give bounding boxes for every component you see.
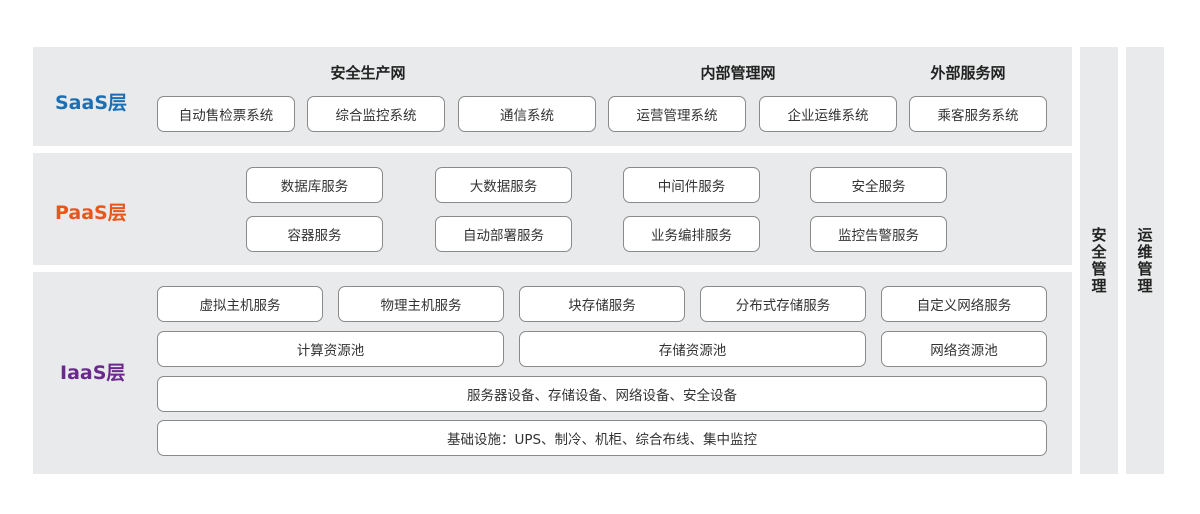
security-management-label: 安全管理 — [1089, 226, 1108, 295]
paas-layer-label: PaaS层 — [55, 202, 127, 224]
iaas-pool-storage: 存储资源池 — [519, 331, 866, 367]
iaas-layer-label: IaaS层 — [60, 362, 126, 384]
paas-item-security-service: 安全服务 — [810, 167, 947, 203]
group-heading-external-service-network: 外部服务网 — [930, 64, 1006, 82]
saas-item-operation-management-system: 运营管理系统 — [608, 96, 746, 132]
iaas-devices: 服务器设备、存储设备、网络设备、安全设备 — [157, 376, 1047, 412]
paas-item-database-service: 数据库服务 — [246, 167, 383, 203]
ops-management-column: 运维管理 — [1126, 47, 1164, 474]
paas-item-monitoring-alert-service: 监控告警服务 — [810, 216, 947, 252]
iaas-pool-compute: 计算资源池 — [157, 331, 504, 367]
iaas-item-distributed-storage-service: 分布式存储服务 — [700, 286, 866, 322]
saas-item-enterprise-ops-system: 企业运维系统 — [759, 96, 897, 132]
paas-item-big-data-service: 大数据服务 — [435, 167, 572, 203]
iaas-pool-network: 网络资源池 — [881, 331, 1047, 367]
saas-layer-label: SaaS层 — [55, 92, 128, 114]
iaas-item-physical-host-service: 物理主机服务 — [338, 286, 504, 322]
paas-item-middleware-service: 中间件服务 — [623, 167, 760, 203]
saas-item-afc-system: 自动售检票系统 — [157, 96, 295, 132]
iaas-item-virtual-host-service: 虚拟主机服务 — [157, 286, 323, 322]
paas-item-auto-deploy-service: 自动部署服务 — [435, 216, 572, 252]
saas-item-passenger-service-system: 乘客服务系统 — [909, 96, 1047, 132]
paas-item-business-orchestration-service: 业务编排服务 — [623, 216, 760, 252]
iaas-item-block-storage-service: 块存储服务 — [519, 286, 685, 322]
ops-management-label: 运维管理 — [1135, 226, 1154, 295]
iaas-item-custom-network-service: 自定义网络服务 — [881, 286, 1047, 322]
group-heading-safety-production-network: 安全生产网 — [330, 64, 406, 82]
security-management-column: 安全管理 — [1080, 47, 1118, 474]
iaas-infrastructure: 基础设施：UPS、制冷、机柜、综合布线、集中监控 — [157, 420, 1047, 456]
paas-item-container-service: 容器服务 — [246, 216, 383, 252]
saas-item-integrated-monitoring-system: 综合监控系统 — [307, 96, 445, 132]
saas-item-communication-system: 通信系统 — [458, 96, 596, 132]
group-heading-internal-management-network: 内部管理网 — [700, 64, 776, 82]
